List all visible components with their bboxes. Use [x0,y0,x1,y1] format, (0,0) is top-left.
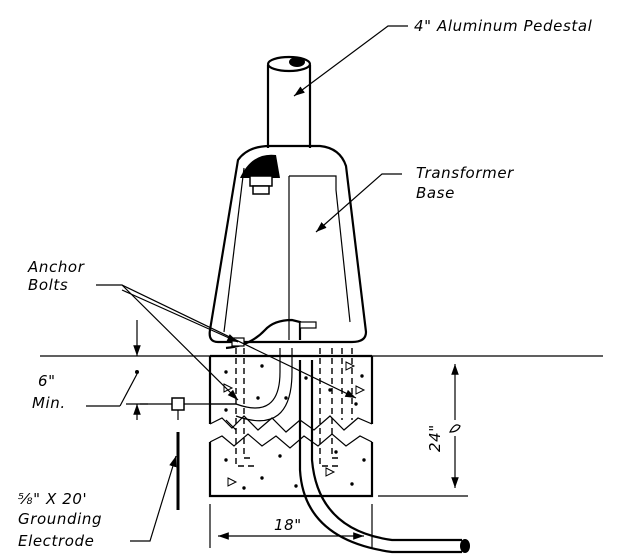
electrode-label-line3: Electrode [18,532,95,550]
aluminum-pedestal [266,55,312,148]
anchor-label-line2: Bolts [28,276,68,294]
pedestal-label: 4" Aluminum Pedestal [414,17,593,35]
transformer-label-line2: Base [416,184,455,202]
depth-label: 24" [426,424,444,452]
electrode-label-line2: Grounding [18,510,102,528]
depth-dimension [378,364,468,497]
min-depth-dimension [86,320,148,420]
anchor-label-line1: Anchor [27,258,85,276]
concrete-footing-lower [208,433,374,498]
min-label-line1: 6" [38,372,56,390]
transformer-base [208,144,368,350]
width-dimension [209,504,373,548]
concrete-footing-upper [208,354,374,433]
grounding-electrode [140,397,236,510]
leader-lines [96,25,408,542]
min-label-line2: Min. [32,394,66,412]
transformer-label-line1: Transformer [416,164,514,182]
concrete-aggregate [223,361,366,490]
anchor-bolts [235,348,353,467]
conduit-sweep [210,348,470,554]
electrode-label-line1: ⅝" X 20' [18,490,87,508]
width-label: 18" [274,516,302,534]
